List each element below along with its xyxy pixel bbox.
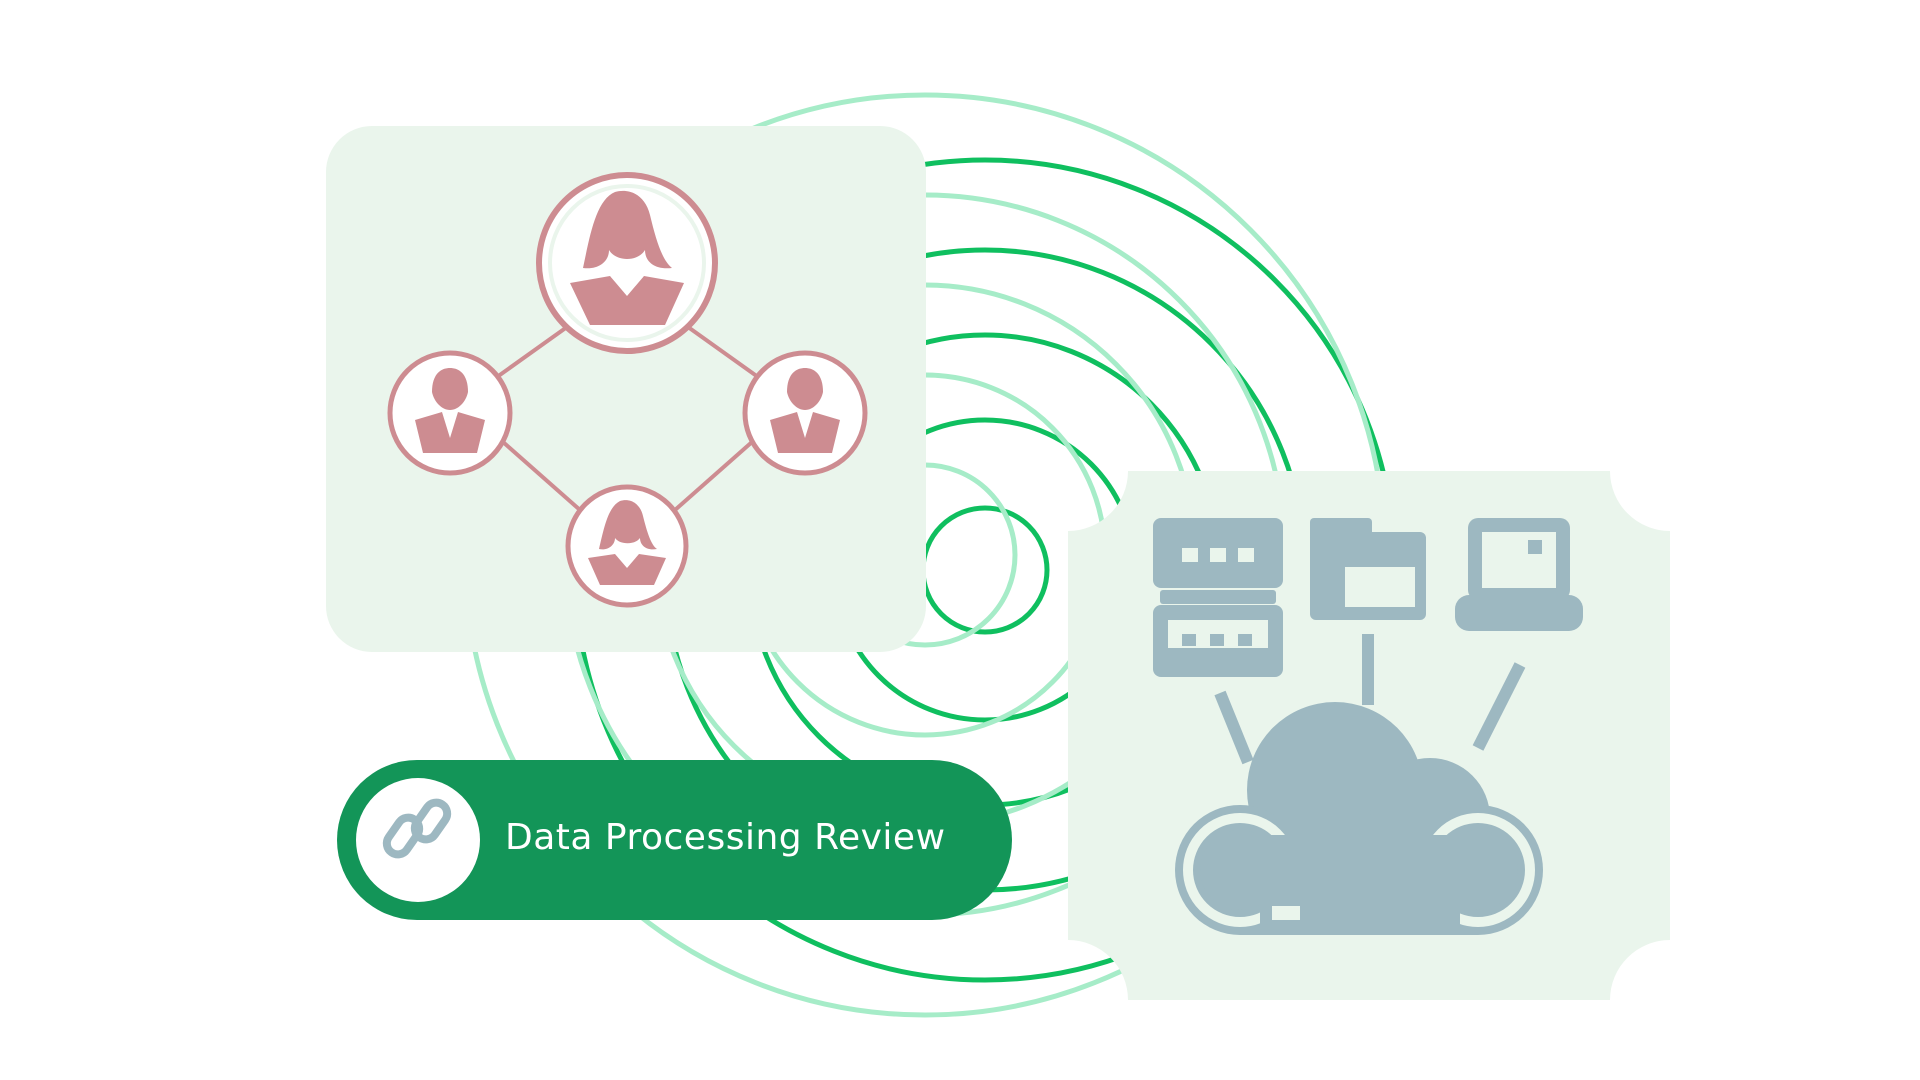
folder-icon bbox=[1310, 518, 1426, 620]
person-man-icon bbox=[742, 350, 868, 476]
cloud-icon bbox=[1175, 702, 1543, 935]
person-woman-icon bbox=[536, 172, 718, 354]
badge-pill bbox=[337, 760, 1012, 920]
ring-dark bbox=[920, 505, 1050, 635]
cloud-devices-icon bbox=[1153, 518, 1583, 935]
people-network-icon bbox=[387, 172, 868, 608]
connector-lines bbox=[1214, 634, 1526, 765]
connection-lines bbox=[495, 325, 760, 512]
left-panel bbox=[326, 126, 926, 652]
link-icon bbox=[382, 798, 452, 859]
laptop-icon bbox=[1455, 518, 1583, 631]
server-icon bbox=[1153, 518, 1283, 677]
person-man-icon bbox=[387, 350, 513, 476]
person-woman-icon bbox=[565, 484, 689, 608]
badge-label: Data Processing Review bbox=[505, 817, 946, 858]
badge bbox=[337, 760, 1012, 920]
